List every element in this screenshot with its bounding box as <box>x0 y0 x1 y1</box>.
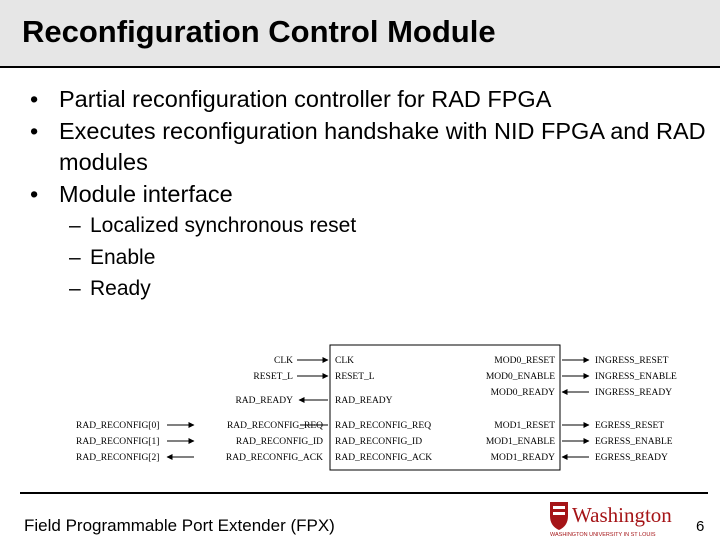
left-signal-label: RAD_RECONFIG_ID <box>236 437 323 447</box>
box-port-label: MOD1_ENABLE <box>486 437 555 447</box>
sub-bullet-item: –Localized synchronous reset <box>69 214 357 237</box>
sub-bullet-text: Ready <box>90 277 151 300</box>
right-signal-label: EGRESS_ENABLE <box>595 437 673 447</box>
left-signal-label: RAD_RECONFIG_REQ <box>227 421 323 431</box>
right-signal-label: INGRESS_ENABLE <box>595 372 677 382</box>
sub-bullet-text: Localized synchronous reset <box>90 214 357 237</box>
box-port-label: RAD_READY <box>335 396 393 406</box>
sub-bullet-item: –Enable <box>69 245 156 269</box>
box-port-label: CLK <box>335 356 354 366</box>
right-signal-label: EGRESS_RESET <box>595 421 664 431</box>
washington-university-logo: Washington WASHINGTON UNIVERSITY IN ST L… <box>550 502 672 538</box>
box-port-label: MOD0_RESET <box>494 356 555 366</box>
bullet-text: Executes reconfiguration handshake with … <box>59 117 706 176</box>
module-box <box>329 344 561 471</box>
external-signal-label: RAD_RECONFIG[1] <box>76 437 159 447</box>
bullet-text: Partial reconfiguration controller for R… <box>59 86 552 112</box>
title-bar: Reconfiguration Control Module <box>0 0 720 68</box>
left-signal-label: RAD_RECONFIG_ACK <box>226 453 323 463</box>
right-signal-label: EGRESS_READY <box>595 453 668 463</box>
footer-title: Field Programmable Port Extender (FPX) <box>24 516 335 535</box>
external-signal-label: RAD_RECONFIG[0] <box>76 421 159 431</box>
logo-wordmark: Washington <box>572 503 672 527</box>
module-interface-diagram: CLK RESET_L RAD_READY RAD_RECONFIG_REQ R… <box>76 344 677 471</box>
box-port-label: MOD1_READY <box>491 453 556 463</box>
box-port-label: RESET_L <box>335 372 375 382</box>
footer-divider <box>20 492 708 494</box>
left-signal-label: RAD_READY <box>235 396 293 406</box>
box-port-label: RAD_RECONFIG_REQ <box>335 421 431 431</box>
slide-title: Reconfiguration Control Module <box>22 14 496 49</box>
box-port-label: MOD0_READY <box>491 388 556 398</box>
right-signal-label: INGRESS_RESET <box>595 356 669 366</box>
bullet-item: •Module interface <box>30 180 233 207</box>
page-number: 6 <box>696 518 705 535</box>
right-signal-label: INGRESS_READY <box>595 388 672 398</box>
box-port-label: MOD0_ENABLE <box>486 372 555 382</box>
sub-bullet-item: –Ready <box>69 277 151 300</box>
external-signal-label: RAD_RECONFIG[2] <box>76 453 159 463</box>
box-port-label: RAD_RECONFIG_ID <box>335 437 422 447</box>
box-port-label: MOD1_RESET <box>494 421 555 431</box>
bullet-item: •Partial reconfiguration controller for … <box>30 86 552 112</box>
left-signal-label: CLK <box>274 356 293 366</box>
bullet-item: •Executes reconfiguration handshake with… <box>30 117 706 176</box>
bullet-text: Module interface <box>59 180 233 207</box>
left-signal-label: RESET_L <box>253 372 293 382</box>
logo-subtext: WASHINGTON UNIVERSITY IN ST LOUIS <box>550 532 656 538</box>
bullet-list: •Partial reconfiguration controller for … <box>30 84 710 305</box>
sub-bullet-text: Enable <box>90 245 156 269</box>
box-port-label: RAD_RECONFIG_ACK <box>335 453 432 463</box>
